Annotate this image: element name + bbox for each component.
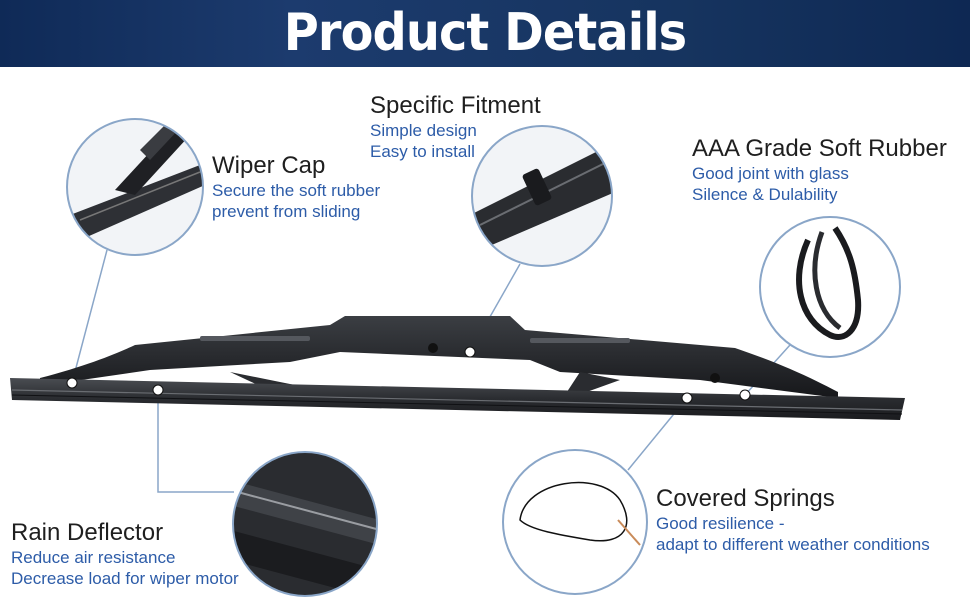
- soft-rubber-label: AAA Grade Soft Rubber Good joint with gl…: [692, 135, 947, 205]
- soft-rubber-line-1: Good joint with glass: [692, 164, 849, 183]
- rubber-detail: [759, 216, 901, 358]
- wiper-cap-detail: [66, 118, 204, 256]
- covered-springs-title: Covered Springs: [656, 485, 835, 512]
- wiper-cap-title: Wiper Cap: [212, 152, 326, 179]
- fitment-detail: [471, 125, 613, 267]
- specific-fitment-line-1: Simple design: [370, 121, 477, 140]
- wiper-cap-line-2: prevent from sliding: [212, 202, 361, 221]
- rain-deflector-detail: [232, 451, 378, 597]
- covered-springs-line-2: adapt to different weather conditions: [656, 535, 930, 554]
- product-illustration: [10, 118, 905, 597]
- wiper-blade: [10, 316, 905, 420]
- soft-rubber-title: AAA Grade Soft Rubber: [692, 135, 947, 162]
- specific-fitment-line-2: Easy to install: [370, 142, 475, 161]
- rain-deflector-line-1: Reduce air resistance: [11, 548, 176, 567]
- covered-springs-line-1: Good resilience -: [656, 514, 785, 533]
- covered-springs-label: Covered Springs Good resilience - adapt …: [656, 485, 930, 555]
- page-title: Product Details: [283, 3, 687, 63]
- specific-fitment-label: Specific Fitment Simple design Easy to i…: [370, 92, 541, 162]
- soft-rubber-line-2: Silence & Dulability: [692, 185, 838, 204]
- rain-deflector-line-2: Decrease load for wiper motor: [11, 569, 239, 588]
- specific-fitment-title: Specific Fitment: [370, 92, 541, 119]
- wiper-cap-label: Wiper Cap Secure the soft rubber prevent…: [212, 152, 380, 222]
- rain-deflector-label: Rain Deflector Reduce air resistance Dec…: [11, 519, 239, 589]
- wiper-cap-line-1: Secure the soft rubber: [212, 181, 381, 200]
- header-banner: Product Details: [0, 0, 970, 67]
- springs-detail: [502, 449, 648, 595]
- rain-deflector-title: Rain Deflector: [11, 519, 164, 546]
